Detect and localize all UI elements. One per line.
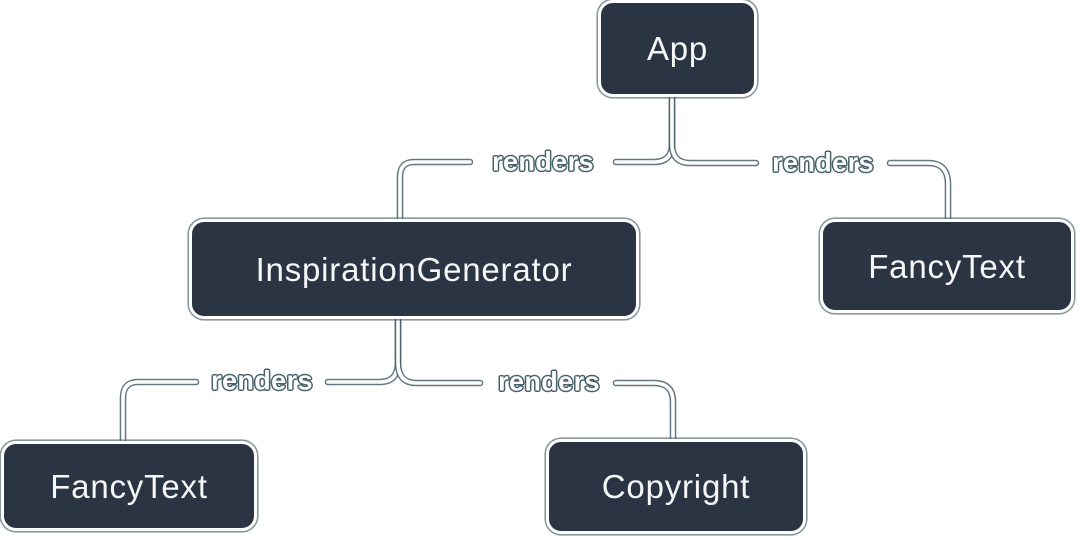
edge-app-to-fancytext xyxy=(668,91,952,225)
node-fancy-text-top: FancyText xyxy=(820,219,1074,313)
node-app: App xyxy=(598,0,757,97)
edge-label-app-inspirationgenerator: renders xyxy=(492,146,594,177)
node-label: FancyText xyxy=(868,247,1026,285)
edge-inspirationgenerator-to-copyright xyxy=(394,313,677,445)
edge-label-inspirationgenerator-fancytext: renders xyxy=(211,365,313,396)
node-label: Copyright xyxy=(601,468,751,505)
edge-label-inspirationgenerator-copyright: renders xyxy=(498,366,600,397)
node-label: App xyxy=(646,30,709,67)
node-label: InspirationGenerator xyxy=(255,250,573,288)
node-fancy-text-bottom: FancyText xyxy=(1,441,257,531)
node-copyright: Copyright xyxy=(546,439,806,534)
node-inspiration-generator: InspirationGenerator xyxy=(189,219,639,319)
edge-label-app-fancytext: renders xyxy=(772,147,874,178)
node-label: FancyText xyxy=(50,467,208,505)
